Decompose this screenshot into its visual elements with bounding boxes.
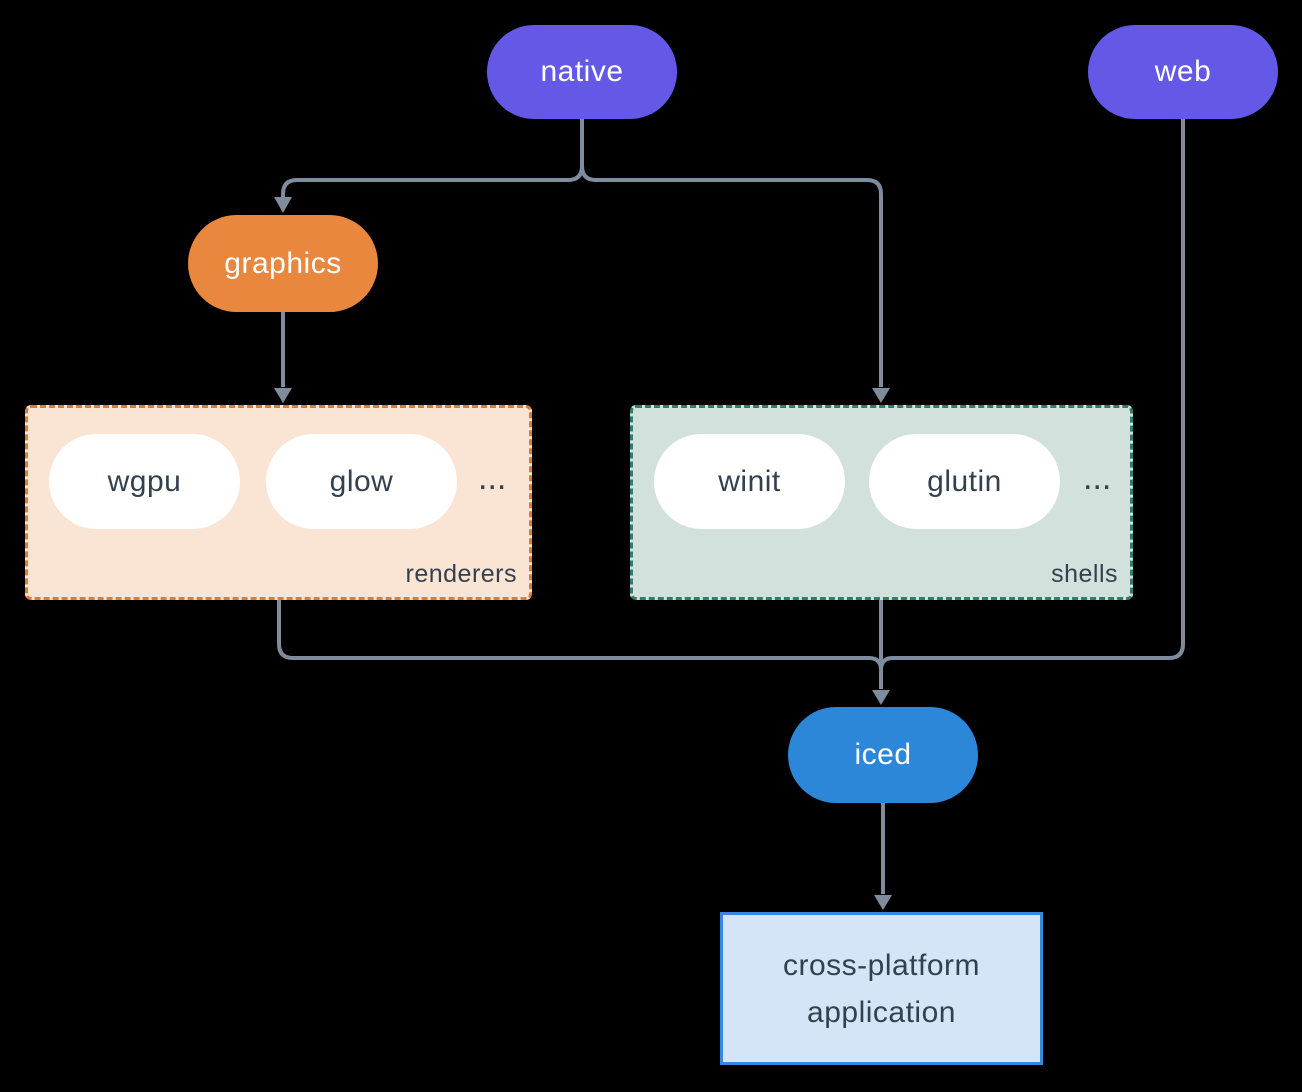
node-native: native — [487, 25, 677, 119]
arrowhead-iced — [872, 690, 890, 705]
arrowhead-application — [874, 895, 892, 910]
renderers-label: renderers — [405, 560, 517, 588]
node-glutin: glutin — [869, 434, 1060, 529]
node-iced: iced — [788, 707, 978, 803]
arrowhead-renderers — [274, 388, 292, 403]
renderers-ellipsis: ... — [478, 459, 507, 497]
node-web: web — [1088, 25, 1278, 119]
edge-native-shells — [580, 118, 883, 387]
group-renderers: wgpu glow ... renderers — [25, 405, 532, 600]
group-shells: winit glutin ... shells — [630, 405, 1133, 600]
arrowhead-shells — [872, 388, 890, 403]
shells-ellipsis: ... — [1083, 459, 1112, 497]
shells-label: shells — [1051, 560, 1118, 588]
edge-native-graphics — [281, 118, 584, 197]
edge-renderers-merge — [277, 600, 883, 671]
node-application: cross-platform application — [720, 912, 1043, 1065]
node-wgpu: wgpu — [49, 434, 240, 529]
node-graphics: graphics — [188, 215, 378, 312]
node-glow: glow — [266, 434, 457, 529]
node-winit: winit — [654, 434, 845, 529]
application-label: cross-platform application — [782, 948, 981, 1029]
arrowhead-graphics — [274, 197, 292, 213]
